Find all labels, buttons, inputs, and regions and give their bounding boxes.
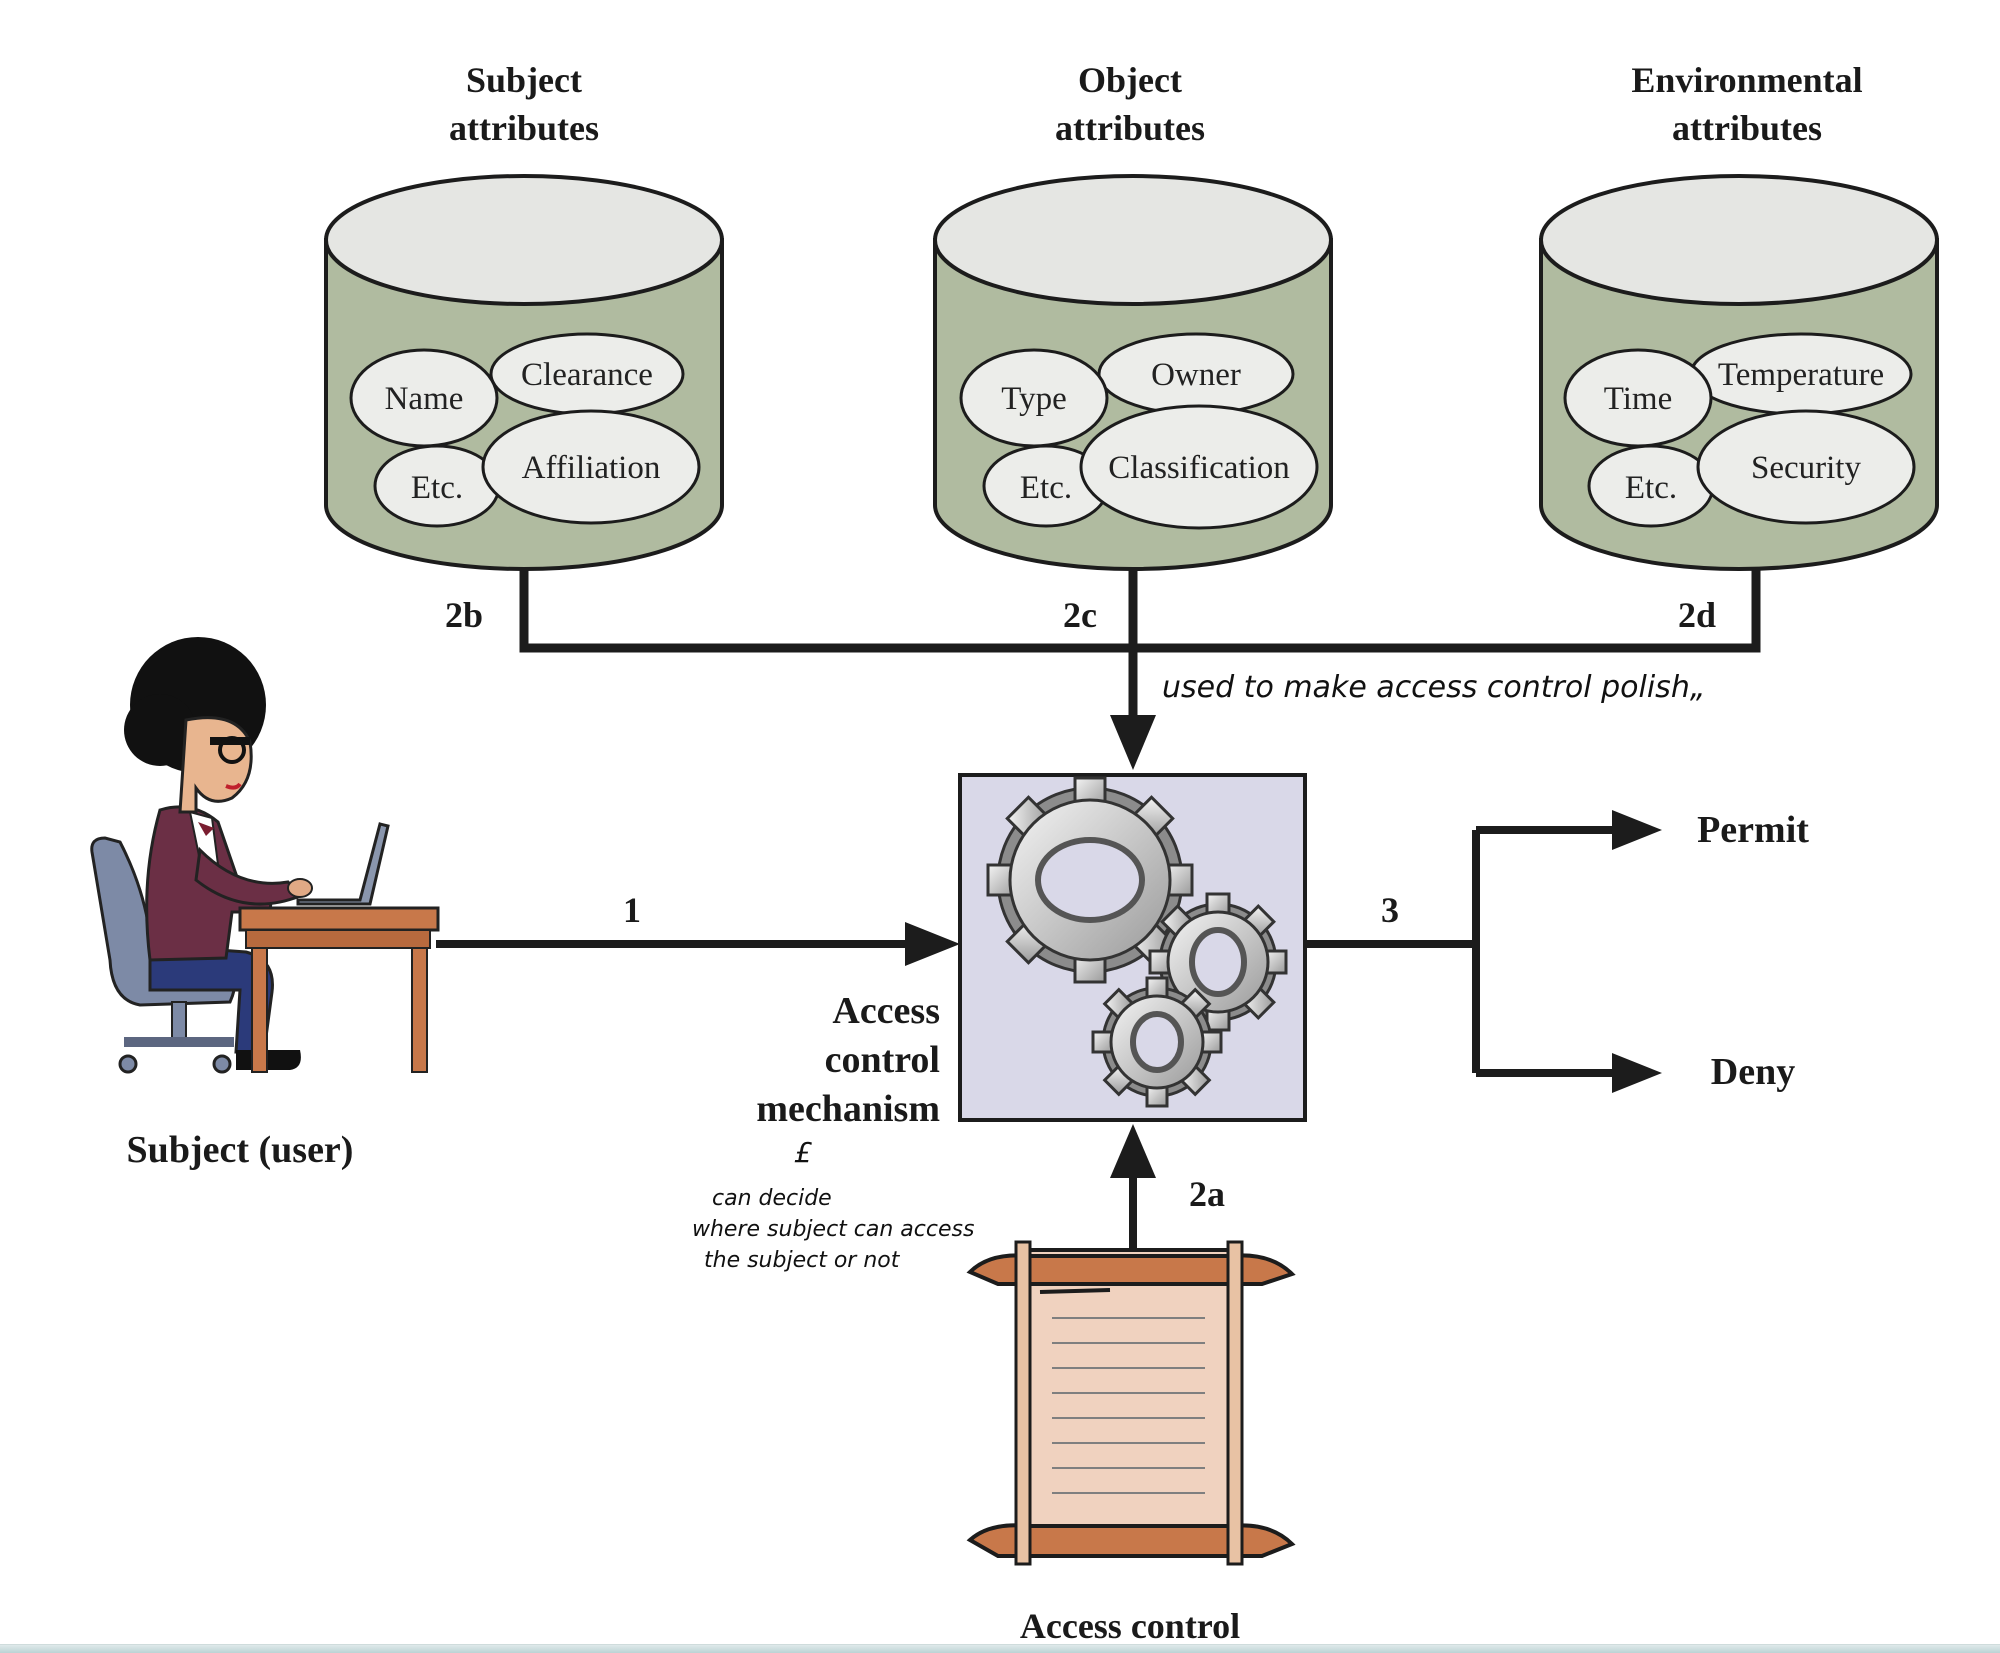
- attr-security: Security: [1751, 450, 1861, 486]
- object-attributes-cylinder: Object attributes Owner Type Etc. Classi…: [933, 60, 1333, 571]
- attr-owner: Owner: [1151, 357, 1241, 393]
- attr-etc: Etc.: [1020, 470, 1072, 506]
- mechanism-label-line3: mechanism: [756, 1088, 940, 1130]
- label-2a: 2a: [1189, 1174, 1225, 1214]
- label-2b: 2b: [445, 595, 483, 635]
- handwritten-symbol: £: [794, 1136, 812, 1169]
- subject-attributes-title-line2: attributes: [449, 108, 599, 148]
- arrowhead-up: [1110, 1124, 1156, 1178]
- attr-etc: Etc.: [411, 470, 463, 506]
- handwritten-note-top: used to make access control polish„: [1162, 670, 1705, 705]
- attr-clearance: Clearance: [521, 357, 653, 393]
- subject-user-illustration: [90, 637, 440, 1074]
- mechanism-label-line2: control: [825, 1039, 940, 1081]
- attr-ellipse-classification: [1079, 404, 1319, 530]
- connector-line: [519, 570, 1761, 653]
- label-1: 1: [623, 890, 641, 930]
- attr-time: Time: [1604, 381, 1672, 417]
- permit-label: Permit: [1697, 809, 1809, 851]
- attr-name: Name: [385, 381, 464, 417]
- label-3: 3: [1381, 890, 1399, 930]
- attr-ellipse-security: [1696, 409, 1916, 525]
- object-attributes-title-line1: Object: [1078, 60, 1182, 100]
- attr-etc: Etc.: [1625, 470, 1677, 506]
- environmental-attributes-title-line2: attributes: [1672, 108, 1822, 148]
- handwritten-note-line3: the subject or not: [704, 1248, 901, 1273]
- access-control-mechanism-box: [958, 773, 1307, 1122]
- subject-attributes-cylinder: Subject attributes Clearance Name Etc. A…: [324, 60, 724, 571]
- label-2d: 2d: [1678, 595, 1716, 635]
- attr-temperature: Temperature: [1718, 357, 1884, 393]
- attr-type: Type: [1001, 381, 1067, 417]
- policy-scroll-icon: [966, 1240, 1296, 1566]
- subject-attributes-title-line1: Subject: [466, 60, 582, 100]
- attr-classification: Classification: [1108, 450, 1289, 486]
- subject-label: Subject (user): [127, 1129, 354, 1171]
- object-attributes-title-line2: attributes: [1055, 108, 1205, 148]
- attribute-connectors: [519, 570, 1761, 715]
- arrowhead-right: [905, 922, 960, 966]
- attr-ellipse-affiliation: [481, 409, 701, 525]
- attr-affiliation: Affiliation: [522, 450, 661, 486]
- window-bottom-edge: [0, 1644, 2000, 1653]
- environmental-attributes-title-line1: Environmental: [1631, 60, 1862, 100]
- gears-icon: [986, 776, 1288, 1108]
- handwritten-note-line1: can decide: [712, 1186, 832, 1211]
- label-2c: 2c: [1063, 595, 1097, 635]
- decision-arrows: [1305, 826, 1620, 1077]
- mechanism-label-line1: Access: [832, 990, 940, 1032]
- policy-label: Access control: [1020, 1606, 1240, 1646]
- arrowhead-permit: [1612, 810, 1662, 850]
- environmental-attributes-cylinder: Environmental attributes Temperature Tim…: [1539, 60, 1939, 571]
- arrowhead-deny: [1612, 1053, 1662, 1093]
- deny-label: Deny: [1711, 1051, 1795, 1093]
- handwritten-note-line2: where subject can access: [692, 1217, 974, 1242]
- arrow-down-to-mechanism: [1110, 715, 1156, 770]
